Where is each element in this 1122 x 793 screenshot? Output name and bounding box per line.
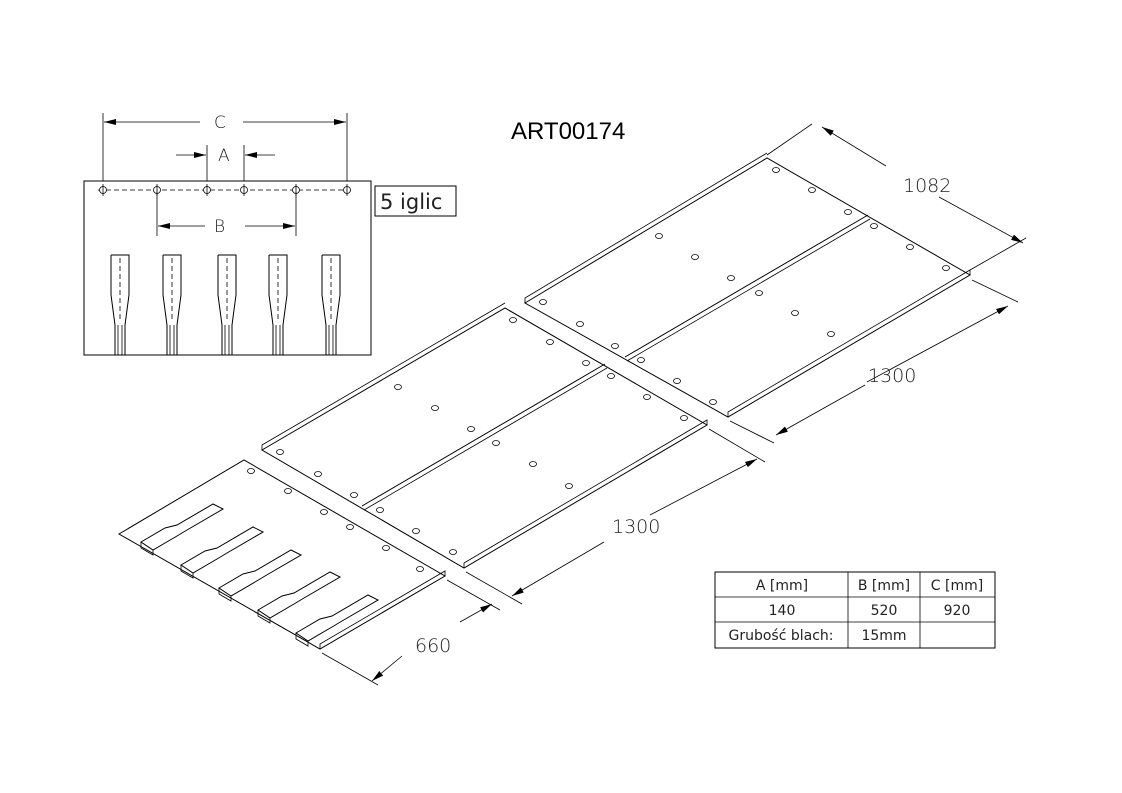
top-plate-hole (539, 299, 547, 305)
needle-slot-edge (180, 565, 194, 579)
middle-plate-hole (314, 471, 322, 477)
detail-needle (268, 254, 288, 355)
middle-plate-hole (467, 426, 475, 432)
dim-label-c: C (214, 113, 226, 133)
needle-slot (257, 571, 342, 619)
table-value-c: 920 (944, 603, 971, 619)
needles-label: 5 iglic (380, 190, 442, 214)
dim-line-660-b (371, 655, 403, 682)
top-plate-hole (637, 357, 645, 363)
bottom-plate-needle-slots (140, 503, 380, 647)
top-plate-hole (576, 321, 584, 327)
top-plate-holes (539, 167, 950, 405)
top-plate-hole (906, 244, 914, 250)
middle-plate-hole (394, 384, 402, 390)
drawing-title: ART00174 (511, 118, 625, 145)
bottom-plate-hole (320, 509, 328, 515)
middle-plate-hole (376, 507, 384, 513)
dim-line-1082-a (821, 126, 887, 167)
top-plate-hole (942, 265, 950, 271)
detail-view: C A B 5 iglic (83, 113, 457, 356)
table-thickness-value: 15mm (861, 628, 906, 644)
middle-plate-seam (361, 363, 606, 507)
middle-plate-hole (546, 339, 554, 345)
dim-line-1300-mid-a (649, 458, 758, 516)
top-plate-hole (755, 290, 763, 296)
top-plate-assembly: 1082 1300 (524, 123, 1027, 444)
middle-plate-hole (582, 360, 590, 366)
dim-line-1082-b (938, 196, 1024, 244)
detail-needle (321, 254, 341, 355)
dim-label-660: 660 (415, 635, 451, 657)
top-plate-seam (624, 214, 869, 358)
needles-label-box (374, 185, 457, 217)
table-header-a: A [mm] (756, 578, 808, 594)
middle-plate-holes (276, 317, 688, 555)
needle-slot (218, 549, 303, 597)
top-plate-hole (791, 310, 799, 316)
needle-slot (180, 526, 265, 574)
dim-label-b: B (214, 217, 225, 237)
bottom-plate-hole (346, 524, 354, 530)
top-plate-hole (709, 399, 717, 405)
table-value-b: 520 (871, 603, 898, 619)
middle-plate-hole (412, 528, 420, 534)
needle-slot-edge (140, 542, 154, 556)
top-plate-hole (870, 223, 878, 229)
table-header-b: B [mm] (858, 578, 910, 594)
dim-line-1300-mid-b (511, 541, 605, 597)
dim-label-a: A (218, 146, 230, 166)
detail-needle (110, 254, 130, 355)
table-thickness-label: Grubość blach: (728, 628, 833, 644)
top-plate-hole (827, 331, 835, 337)
bottom-plate-holes (247, 468, 424, 572)
needle-slot-edge (295, 633, 309, 647)
needle-slot (140, 503, 225, 551)
middle-plate-hole (492, 440, 500, 446)
middle-plate-hole (509, 317, 517, 323)
top-plate-hole (611, 343, 619, 349)
top-plate-hole (844, 209, 852, 215)
top-plate-hole (673, 378, 681, 384)
dim-label-1300-middle: 1300 (612, 516, 660, 538)
dim-line-1300-top-b (775, 384, 866, 436)
dim-line-1300-top-a (866, 305, 1009, 383)
dimension-table: A [mm] B [mm] C [mm] 140 520 920 Grubość… (714, 571, 996, 649)
top-plate-hole (772, 167, 780, 173)
needle-slot (295, 594, 380, 642)
top-plate-hole (691, 254, 699, 260)
bottom-plate-hole (416, 566, 424, 572)
middle-plate-hole (607, 373, 615, 379)
middle-plate-hole (529, 461, 537, 467)
detail-needle (217, 254, 237, 355)
table-value-a: 140 (769, 603, 796, 619)
bottom-plate-hole (247, 468, 255, 474)
dim-label-1300-top: 1300 (868, 365, 916, 387)
middle-plate-hole (350, 492, 358, 498)
top-plate-hole (808, 187, 816, 193)
middle-plate-hole (431, 405, 439, 411)
middle-plate-hole (680, 415, 688, 421)
middle-plate-hole (276, 449, 284, 455)
detail-frame (83, 180, 372, 356)
table-header-c: C [mm] (931, 578, 983, 594)
needle-slot-edge (257, 610, 271, 624)
needle-slot-edge (218, 588, 232, 602)
middle-plate-hole (449, 549, 457, 555)
detail-needles (110, 254, 341, 355)
detail-hole-row (99, 184, 351, 196)
top-plate-hole (655, 233, 663, 239)
middle-plate-hole (565, 483, 573, 489)
dim-label-1082: 1082 (903, 175, 951, 197)
top-plate-hole (727, 275, 735, 281)
bottom-plate-hole (382, 545, 390, 551)
bottom-plate-assembly: 660 (118, 459, 501, 686)
dim-line-660-a (459, 603, 493, 623)
middle-plate-hole (643, 394, 651, 400)
middle-plate-assembly: 1300 (261, 302, 766, 605)
bottom-plate-hole (284, 488, 292, 494)
detail-needle (162, 254, 182, 355)
